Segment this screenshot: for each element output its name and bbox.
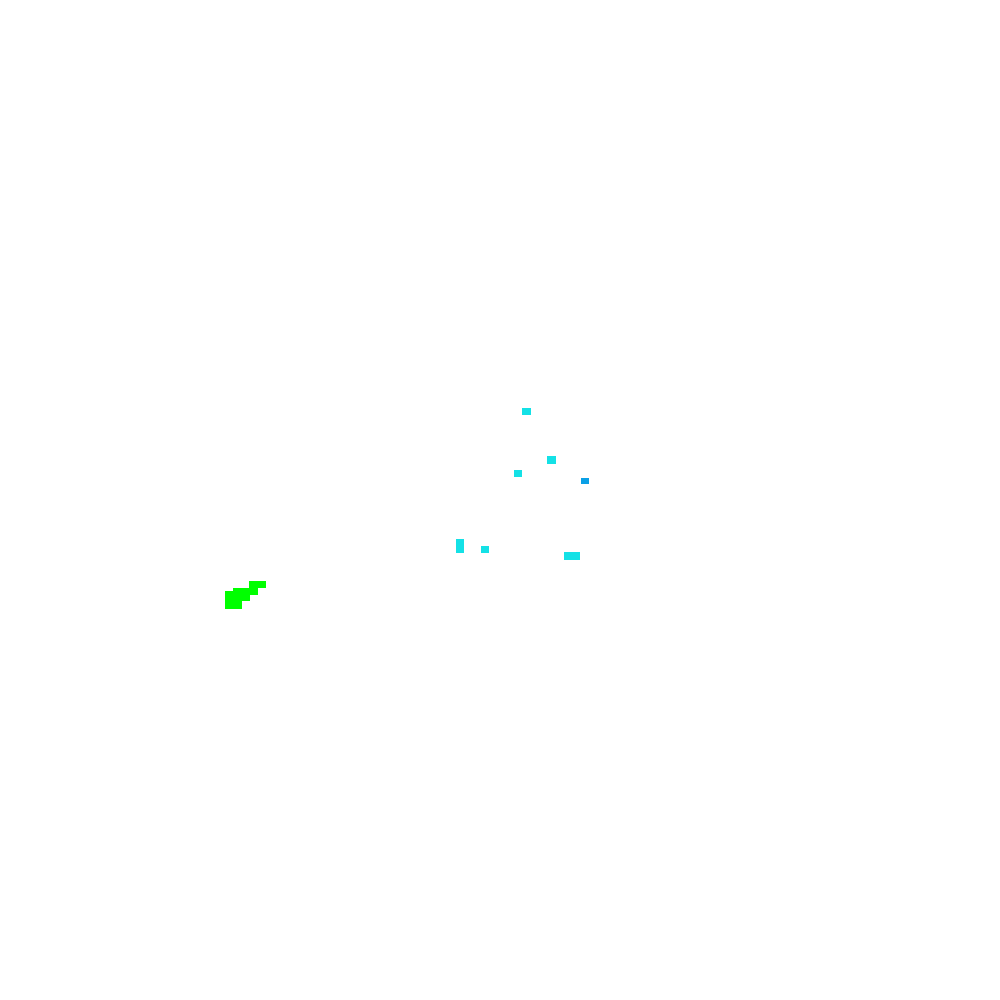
cyan-pixel xyxy=(564,552,580,560)
blue-pixel xyxy=(581,478,589,484)
cyan-pixel xyxy=(522,408,531,415)
cyan-cluster xyxy=(456,408,580,560)
blue-cluster xyxy=(581,478,589,484)
green-cluster xyxy=(225,581,266,609)
cyan-pixel xyxy=(547,456,556,464)
cyan-pixel xyxy=(481,546,489,553)
green-pixel xyxy=(249,581,266,588)
green-pixel xyxy=(225,600,242,609)
cyan-pixel xyxy=(456,539,464,553)
cyan-pixel xyxy=(514,470,522,477)
green-pixel xyxy=(225,591,250,601)
